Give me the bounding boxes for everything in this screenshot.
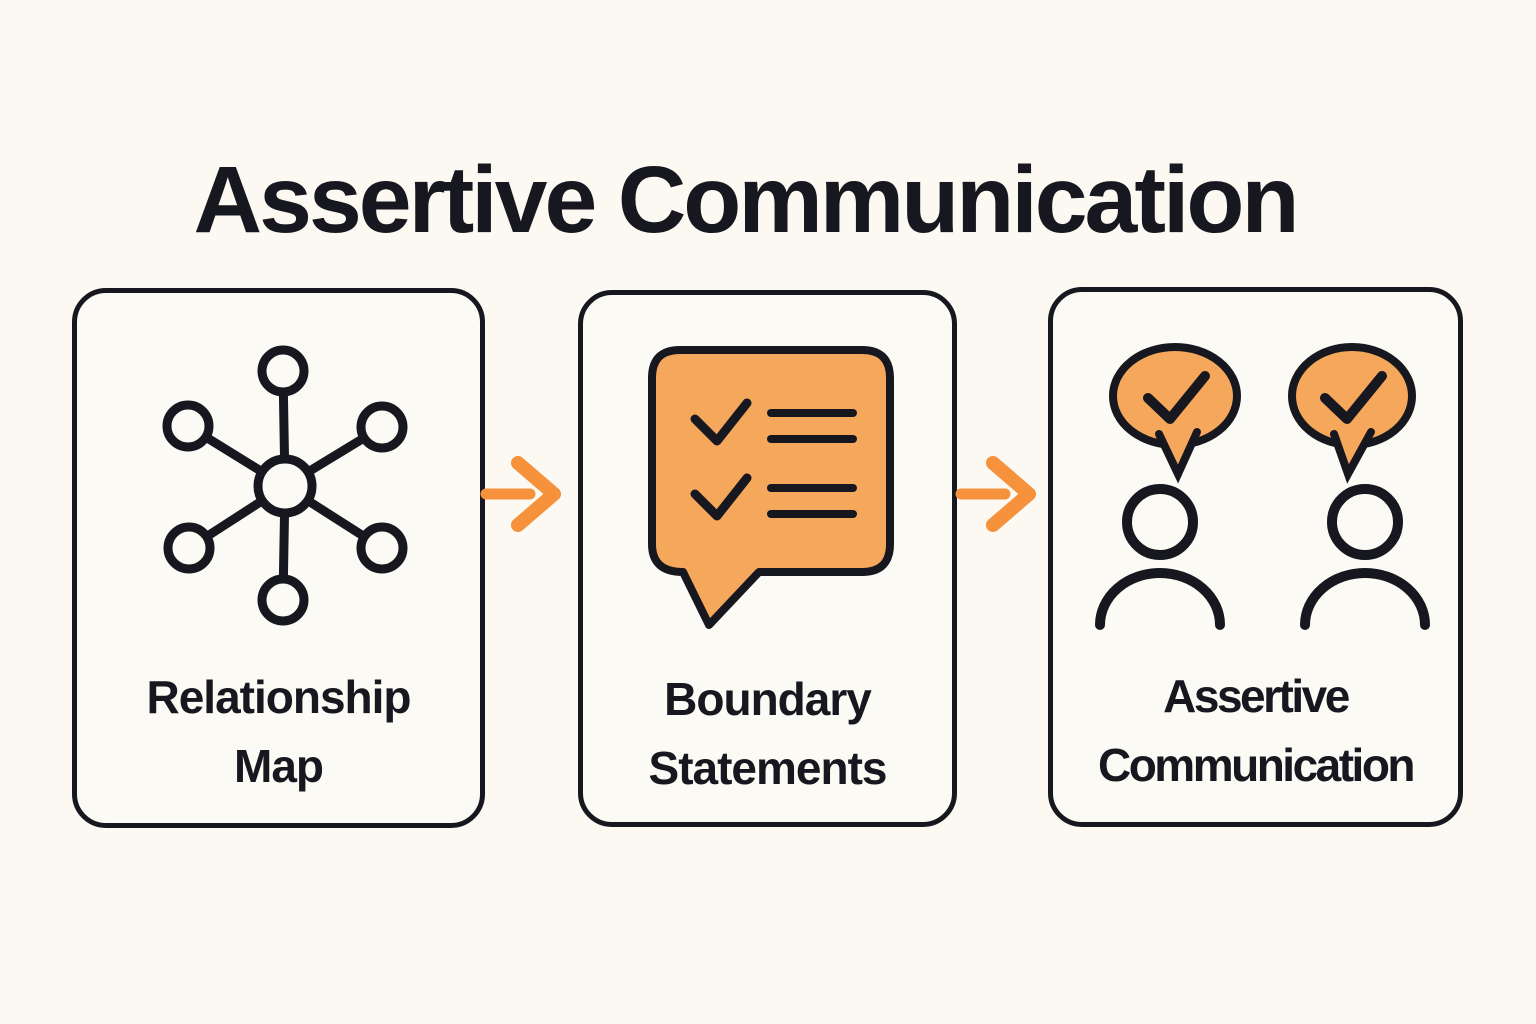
checkmark-icon	[1320, 371, 1387, 424]
check-speech-bubble-icon	[1288, 343, 1416, 484]
card-label-line1: Assertive	[1163, 670, 1350, 722]
bubble-tail	[1330, 428, 1375, 484]
card-label-line2: Statements	[648, 742, 888, 794]
bubble-body	[1288, 343, 1416, 449]
network-node	[162, 400, 214, 452]
arrow-strokes	[955, 456, 1036, 532]
bubble-tail	[1155, 428, 1201, 484]
person-head	[1122, 484, 1198, 560]
network-node	[163, 522, 215, 574]
network-hub-node	[253, 454, 317, 518]
card-label: Relationship Map	[77, 663, 480, 801]
network-satellite-nodes	[162, 345, 408, 626]
person-head	[1327, 484, 1403, 560]
network-hub-icon	[162, 345, 408, 626]
flow-arrow-right-icon	[955, 456, 1036, 532]
card-label-line1: Boundary	[664, 673, 872, 725]
checklist-speech-bubble-icon	[648, 346, 894, 629]
checkmark-icon	[1143, 371, 1210, 424]
person-shoulders	[1095, 568, 1225, 630]
network-node	[356, 401, 408, 453]
network-node	[257, 345, 309, 397]
person-icon	[1300, 484, 1430, 630]
page-title: Assertive Communication	[193, 146, 1300, 253]
card-relationship-map: Relationship Map	[72, 288, 485, 828]
checklist-marks	[690, 398, 857, 521]
checkmark-icon	[690, 473, 752, 521]
card-label: Boundary Statements	[583, 665, 952, 803]
card-label-line1: Relationship	[146, 671, 411, 723]
card-assertive-communication: Assertive Communication	[1048, 287, 1463, 827]
network-node	[356, 522, 408, 574]
card-label-line2: Communication	[1097, 739, 1416, 791]
person-icon	[1095, 484, 1225, 630]
card-label-line2: Map	[234, 740, 324, 792]
person-shoulders	[1300, 568, 1430, 630]
bubble-body	[1109, 343, 1241, 449]
arrow-strokes	[480, 456, 561, 532]
two-people-check-bubbles-icon	[1095, 343, 1430, 630]
card-boundary-statements: Boundary Statements	[578, 290, 957, 827]
network-node	[257, 574, 309, 626]
check-speech-bubble-icon	[1109, 343, 1241, 484]
flow-arrow-right-icon	[480, 456, 561, 532]
checkmark-icon	[690, 398, 752, 446]
card-label: Assertive Communication	[1053, 662, 1458, 800]
